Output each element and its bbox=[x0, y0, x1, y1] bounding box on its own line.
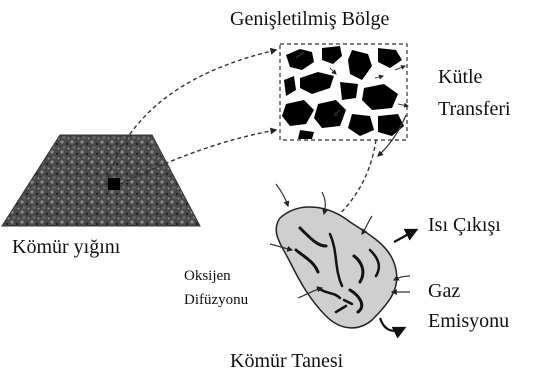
sample-square bbox=[108, 178, 120, 190]
coal-particle bbox=[276, 207, 397, 328]
gas-emission-arrow bbox=[380, 318, 404, 331]
coal-pile-image bbox=[2, 135, 200, 226]
coal-pile-label: Kömür yığını bbox=[12, 236, 120, 259]
heat-output-label: Isı Çıkışı bbox=[428, 214, 501, 237]
expanded-region-label: Genişletilmiş Bölge bbox=[230, 8, 389, 31]
oxygen-diffusion-label-line1: Oksijen bbox=[184, 268, 231, 285]
oxygen-diffusion-label-line2: Difüzyonu bbox=[184, 292, 248, 309]
mass-transfer-label-line2: Transferi bbox=[438, 98, 511, 121]
expanded-region-box bbox=[280, 44, 408, 140]
gas-emission-label-line1: Gaz bbox=[428, 280, 460, 303]
gas-emission-label-line2: Emisyonu bbox=[428, 310, 509, 333]
mass-transfer-label-line1: Kütle bbox=[438, 66, 482, 89]
coal-particle-label: Kömür Tanesi bbox=[230, 350, 343, 373]
heat-output-arrow bbox=[394, 230, 416, 242]
